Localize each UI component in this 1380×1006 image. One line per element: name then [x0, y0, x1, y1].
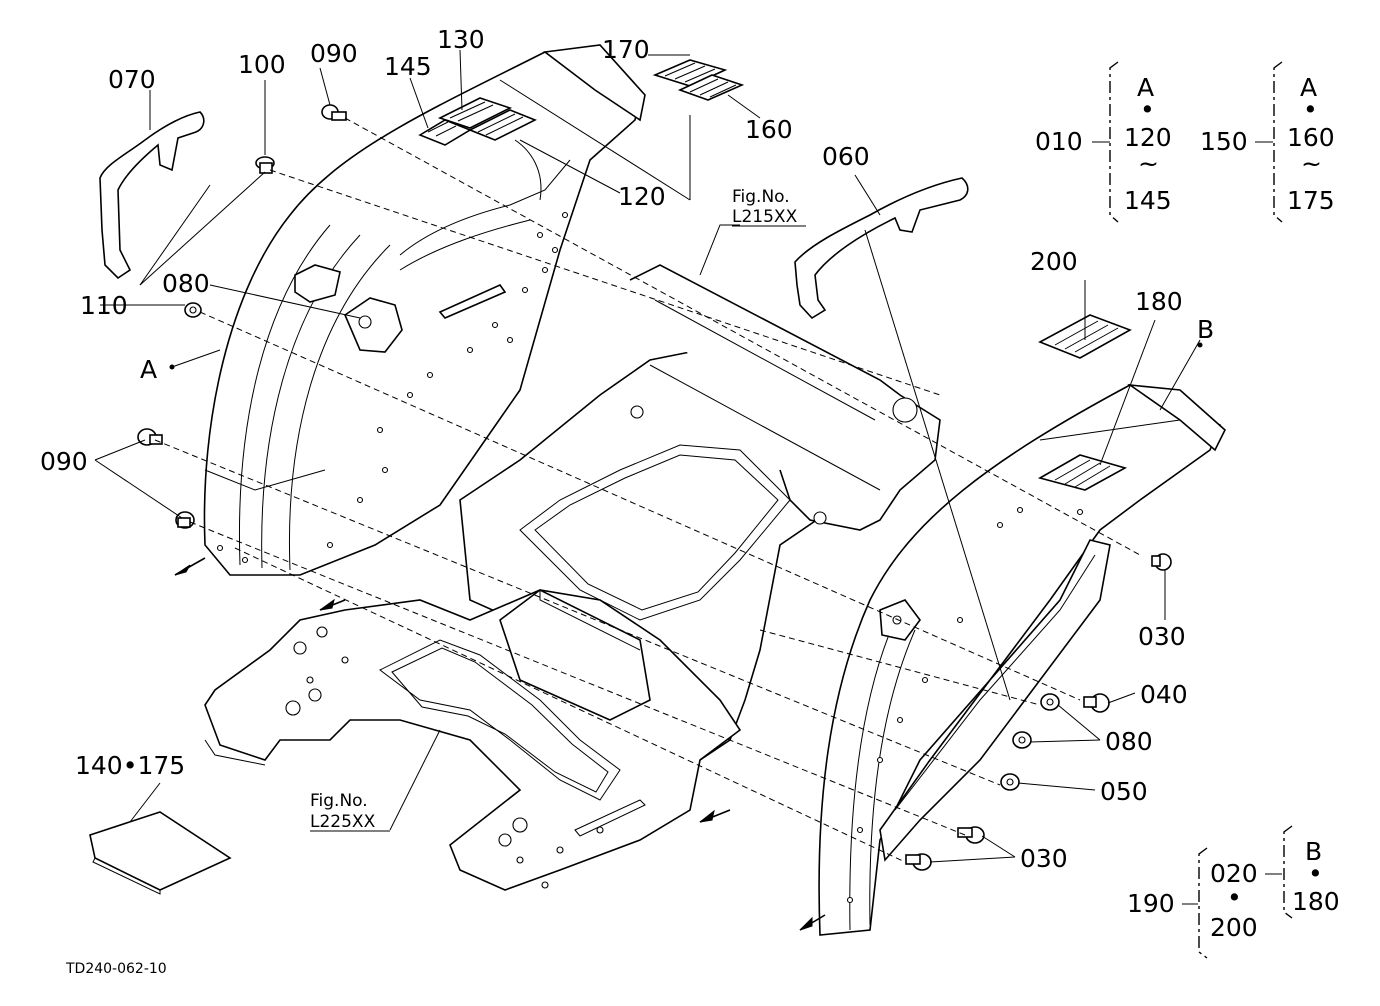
group-010-item-a: A — [1137, 73, 1154, 102]
group-190-sub-b: B — [1305, 837, 1322, 866]
group-190-sub-180: 180 — [1292, 887, 1340, 916]
direction-arrows — [174, 557, 826, 931]
group-010-tilde: ~ — [1138, 149, 1159, 178]
decal-160 — [677, 74, 745, 101]
callout-120: 120 — [618, 182, 666, 211]
label-pad-130b — [468, 109, 537, 141]
callout-100: 100 — [238, 50, 286, 79]
bolt-090-left-a — [137, 428, 163, 446]
washer-080-b — [1012, 731, 1032, 749]
drawing-code: TD240-062-10 — [65, 961, 167, 977]
fig-ref-l215-line1: Fig.No. — [732, 187, 790, 207]
callout-200: 200 — [1030, 247, 1078, 276]
left-fender — [203, 44, 646, 576]
group-010-label: 010 — [1035, 127, 1083, 156]
group-190-item-020: 020 — [1210, 859, 1258, 888]
nut-050 — [1000, 773, 1020, 791]
group-010: 010 A • 120 ~ 145 — [1035, 61, 1172, 223]
group-150-to: 175 — [1287, 186, 1335, 215]
callout-180: 180 — [1135, 287, 1183, 316]
bolt-040 — [1083, 693, 1110, 713]
bolt-030-a — [1151, 553, 1172, 571]
operator-manual-140-175 — [89, 811, 232, 891]
figure-ref-l225: Fig.No. L225XX — [310, 791, 390, 832]
callout-110: 110 — [80, 291, 128, 320]
bolt-090-top — [321, 104, 347, 121]
callout-060: 060 — [822, 142, 870, 171]
group-190-label: 190 — [1127, 889, 1175, 918]
grab-handle-060 — [794, 177, 969, 320]
anchor-A-dot — [169, 364, 175, 370]
fig-ref-l225-line2: L225XX — [310, 812, 376, 832]
leader-lines — [94, 49, 1201, 863]
callout-090-left: 090 — [40, 447, 88, 476]
group-190: 190 020 • 200 B • 180 — [1127, 825, 1340, 959]
callout-130: 130 — [437, 25, 485, 54]
floor-platform — [204, 264, 941, 891]
bolt-030-b — [957, 826, 985, 844]
left-fender-holes — [216, 211, 569, 564]
bolt-100 — [255, 156, 275, 174]
callout-050: 050 — [1100, 777, 1148, 806]
callout-B: B — [1197, 315, 1214, 344]
group-190-dot: • — [1227, 883, 1242, 912]
group-010-from: 120 — [1124, 123, 1172, 152]
callout-030-bottom: 030 — [1020, 844, 1068, 873]
callout-145: 145 — [384, 52, 432, 81]
callout-160: 160 — [745, 115, 793, 144]
bolt-090-left-b — [175, 511, 195, 529]
group-150-from: 160 — [1287, 123, 1335, 152]
figure-ref-l215: Fig.No. L215XX — [732, 187, 806, 227]
callout-090-top: 090 — [310, 39, 358, 68]
callout-080-left: 080 — [162, 269, 210, 298]
callout-080-right: 080 — [1105, 727, 1153, 756]
bolt-030-c — [905, 853, 932, 871]
fig-ref-l215-line2: L215XX — [732, 207, 798, 227]
callout-030-right: 030 — [1138, 622, 1186, 651]
group-150-tilde: ~ — [1301, 149, 1322, 178]
right-fender-holes — [846, 506, 1084, 904]
group-150-dot: • — [1303, 95, 1318, 124]
fig-ref-l225-line1: Fig.No. — [310, 791, 368, 811]
callout-140-175: 140•175 — [75, 751, 185, 780]
right-fender — [818, 314, 1226, 936]
washer-110 — [184, 302, 202, 318]
group-010-dot: • — [1140, 95, 1155, 124]
group-150: 150 A • 160 ~ 175 — [1200, 61, 1335, 223]
group-150-label: 150 — [1200, 127, 1248, 156]
callout-A: A — [140, 355, 157, 384]
label-pad-180 — [1037, 454, 1128, 491]
callout-070: 070 — [108, 65, 156, 94]
group-150-item-a: A — [1300, 73, 1317, 102]
callout-170: 170 — [602, 35, 650, 64]
anchor-B-dot — [1197, 342, 1203, 348]
callout-040: 040 — [1140, 680, 1188, 709]
group-010-to: 145 — [1124, 186, 1172, 215]
callouts: 070 100 090 145 130 170 160 120 060 110 … — [40, 25, 1214, 873]
group-190-item-200: 200 — [1210, 913, 1258, 942]
assembly-lines — [154, 117, 1141, 863]
group-190-sub-dot: • — [1308, 859, 1323, 888]
washer-080-a — [1040, 693, 1060, 711]
grab-handle-070 — [99, 111, 205, 280]
